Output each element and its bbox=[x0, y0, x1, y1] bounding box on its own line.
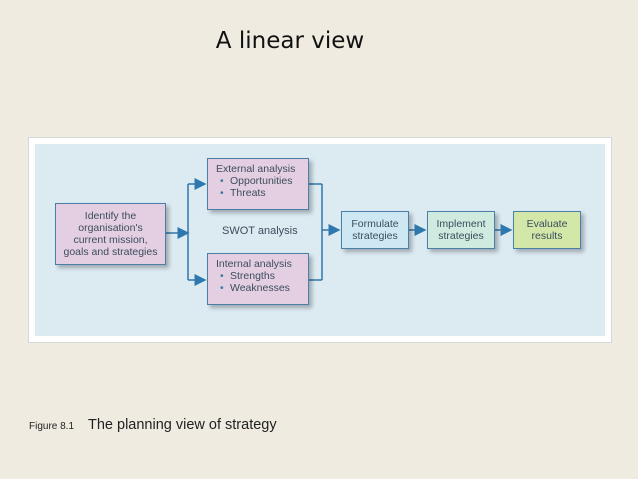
internal-bullet-weaknesses: •Weaknesses bbox=[220, 282, 290, 294]
internal-bullet-strengths: •Strengths bbox=[220, 270, 275, 282]
external-analysis-box: External analysis •Opportunities •Threat… bbox=[207, 158, 309, 210]
external-analysis-title: External analysis bbox=[216, 163, 296, 175]
implement-box: Implement strategies bbox=[427, 211, 495, 249]
external-bullet-opportunities: •Opportunities bbox=[220, 175, 293, 187]
evaluate-box: Evaluate results bbox=[513, 211, 581, 249]
formulate-box: Formulate strategies bbox=[341, 211, 409, 249]
bullet-icon: • bbox=[220, 187, 224, 199]
bullet-icon: • bbox=[220, 282, 224, 294]
bullet-icon: • bbox=[220, 270, 224, 282]
external-bullet-threats: •Threats bbox=[220, 187, 266, 199]
figure-number: Figure 8.1 bbox=[29, 421, 75, 432]
identify-text: Identify the organisation's current miss… bbox=[63, 210, 158, 258]
figure-caption: The planning view of strategy bbox=[88, 417, 277, 433]
swot-label: SWOT analysis bbox=[222, 225, 298, 237]
identify-box: Identify the organisation's current miss… bbox=[55, 203, 166, 265]
bullet-icon: • bbox=[220, 175, 224, 187]
internal-analysis-title: Internal analysis bbox=[216, 258, 292, 270]
slide-title: A linear view bbox=[215, 28, 365, 54]
internal-analysis-box: Internal analysis •Strengths •Weaknesses bbox=[207, 253, 309, 305]
